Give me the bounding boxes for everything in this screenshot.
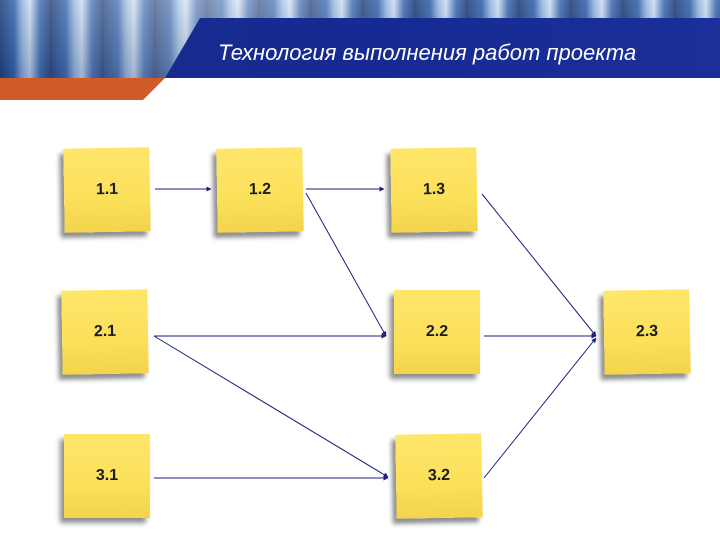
node-1.1: 1.1 [63,147,151,233]
node-3.1: 3.1 [64,434,150,518]
node-label: 1.2 [248,180,272,199]
node-2.3: 2.3 [603,289,691,375]
node-label: 2.1 [93,322,117,341]
node-label: 1.3 [422,180,446,199]
node-label: 1.1 [95,180,119,199]
node-1.2: 1.2 [216,147,304,233]
node-label: 2.2 [425,323,449,340]
header-banner: Технология выполнения работ проекта [0,0,720,100]
banner-orange-stripe [0,78,165,100]
page-title: Технология выполнения работ проекта [218,40,637,65]
edge-1.2-2.2 [305,192,387,337]
banner-title-bar [165,18,720,78]
node-label: 3.1 [95,467,119,484]
node-3.2: 3.2 [395,433,483,519]
node-2.1: 2.1 [61,289,149,375]
edge-1.3-2.3 [481,193,597,337]
node-2.2: 2.2 [394,290,480,374]
node-label: 3.2 [427,466,451,485]
node-label: 2.3 [635,322,659,341]
edge-2.1-3.2 [153,335,389,478]
edge-3.2-2.3 [483,337,597,479]
node-1.3: 1.3 [390,147,478,233]
